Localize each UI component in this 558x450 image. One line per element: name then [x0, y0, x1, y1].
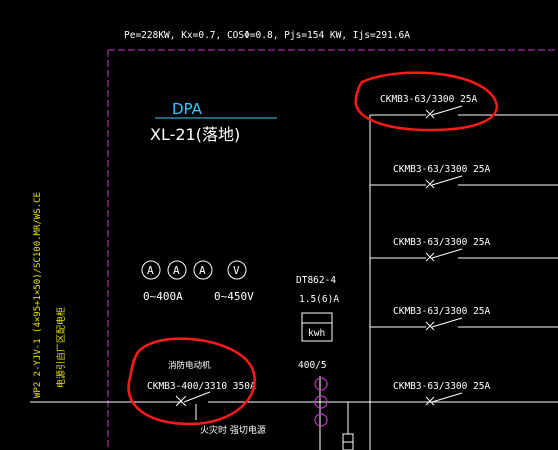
ammeter-1-symbol: A [147, 264, 154, 277]
energy-meter-unit: kwh [308, 328, 325, 339]
ammeter-3-symbol: A [199, 264, 206, 277]
ammeter-2-symbol: A [173, 264, 180, 277]
ct-ratio: 400/5 [298, 360, 327, 371]
branch-4: CKMB3-63/3300 25A [370, 306, 558, 331]
panel-name: XL-21(落地) [150, 125, 240, 144]
energy-meter-rating: 1.5(6)A [299, 294, 339, 305]
ammeter-2-icon [167, 260, 187, 280]
branch-2-label: CKMB3-63/3300 25A [393, 164, 491, 175]
fire-cutoff-note: 火灾时 强切电源 [200, 424, 266, 436]
annotation-circle-branch-1 [354, 71, 498, 132]
fuse-box-2 [342, 441, 354, 450]
branch-4-x2 [425, 321, 435, 331]
main-breaker-x2 [175, 395, 187, 407]
branch-1-label: CKMB3-63/3300 25A [380, 94, 478, 105]
branch-1-x2 [425, 109, 435, 119]
branch-5-x2 [425, 396, 435, 406]
branch-2-x2 [425, 179, 435, 189]
branch-3: CKMB3-63/3300 25A [370, 237, 558, 262]
branch-3-label: CKMB3-63/3300 25A [393, 237, 491, 248]
incoming-source-label: 电源引自厂区配电柜 [55, 307, 67, 388]
ct-1-icon [314, 377, 328, 391]
energy-meter-box [301, 312, 333, 342]
main-breaker-model: CKMB3-400/3310 350A [147, 381, 256, 392]
main-breaker-title: 消防电动机 [168, 360, 211, 371]
branch-3-x2 [425, 252, 435, 262]
incoming-cable-label: WP2 2-YJV-1 (4×95+1×50)/SC100.MR/WS.CE [33, 192, 43, 398]
branch-4-blade [431, 317, 463, 328]
panel-code: DPA [172, 100, 203, 118]
ammeter-3-icon [193, 260, 213, 280]
branch-4-label: CKMB3-63/3300 25A [393, 306, 491, 317]
main-breaker-blade [183, 391, 211, 403]
voltmeter-range: 0~450V [214, 290, 254, 303]
ct-2-icon [314, 395, 328, 409]
branch-5-label: CKMB3-63/3300 25A [393, 381, 491, 392]
branch-1-blade [431, 105, 463, 116]
voltmeter-icon [227, 260, 247, 280]
branch-5-blade [431, 392, 463, 403]
branch-2: CKMB3-63/3300 25A [370, 164, 558, 189]
ammeter-range: 0~400A [143, 290, 183, 303]
voltmeter-symbol: V [233, 264, 240, 277]
energy-meter-model: DT862-4 [296, 275, 336, 286]
ammeter-group: A A A [141, 260, 213, 280]
ammeter-1-icon [141, 260, 161, 280]
load-calculation-text: Pe=228KW, Kx=0.7, COSΦ=0.8, Pjs=154 KW, … [124, 30, 410, 41]
ct-3-icon [314, 413, 328, 427]
annotation-circle-main-breaker [127, 337, 256, 426]
branch-2-blade [431, 175, 463, 186]
branch-1: CKMB3-63/3300 25A [370, 94, 558, 119]
branch-5: CKMB3-63/3300 25A [393, 381, 491, 406]
branch-3-blade [431, 248, 463, 259]
